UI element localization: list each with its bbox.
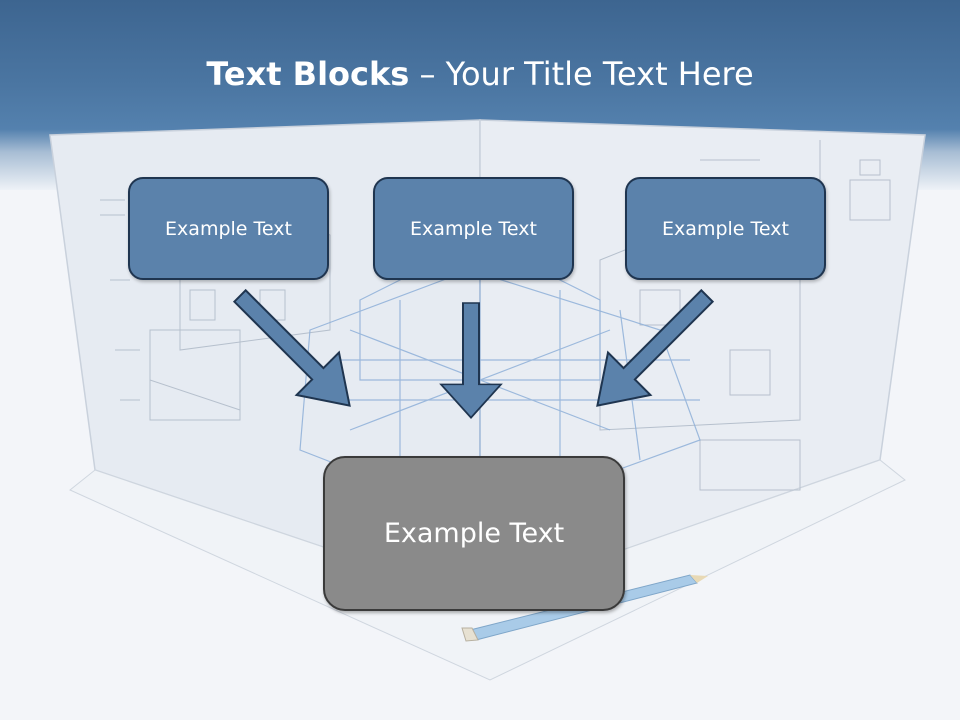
slide-title: Text Blocks – Your Title Text Here xyxy=(0,52,960,96)
arrow-middle-icon xyxy=(439,302,503,420)
text-block-2-label: Example Text xyxy=(410,217,537,240)
title-bold-part: Text Blocks xyxy=(206,55,410,93)
text-block-1-label: Example Text xyxy=(165,217,292,240)
text-block-3-label: Example Text xyxy=(662,217,789,240)
title-subtitle-part: – Your Title Text Here xyxy=(409,55,754,93)
center-text-block[interactable]: Example Text xyxy=(323,456,625,611)
arrow-left-icon xyxy=(232,288,351,407)
text-block-2[interactable]: Example Text xyxy=(373,177,574,280)
center-text-block-label: Example Text xyxy=(383,518,565,549)
text-block-3[interactable]: Example Text xyxy=(625,177,826,280)
text-block-1[interactable]: Example Text xyxy=(128,177,329,280)
arrow-right-icon xyxy=(596,288,715,407)
